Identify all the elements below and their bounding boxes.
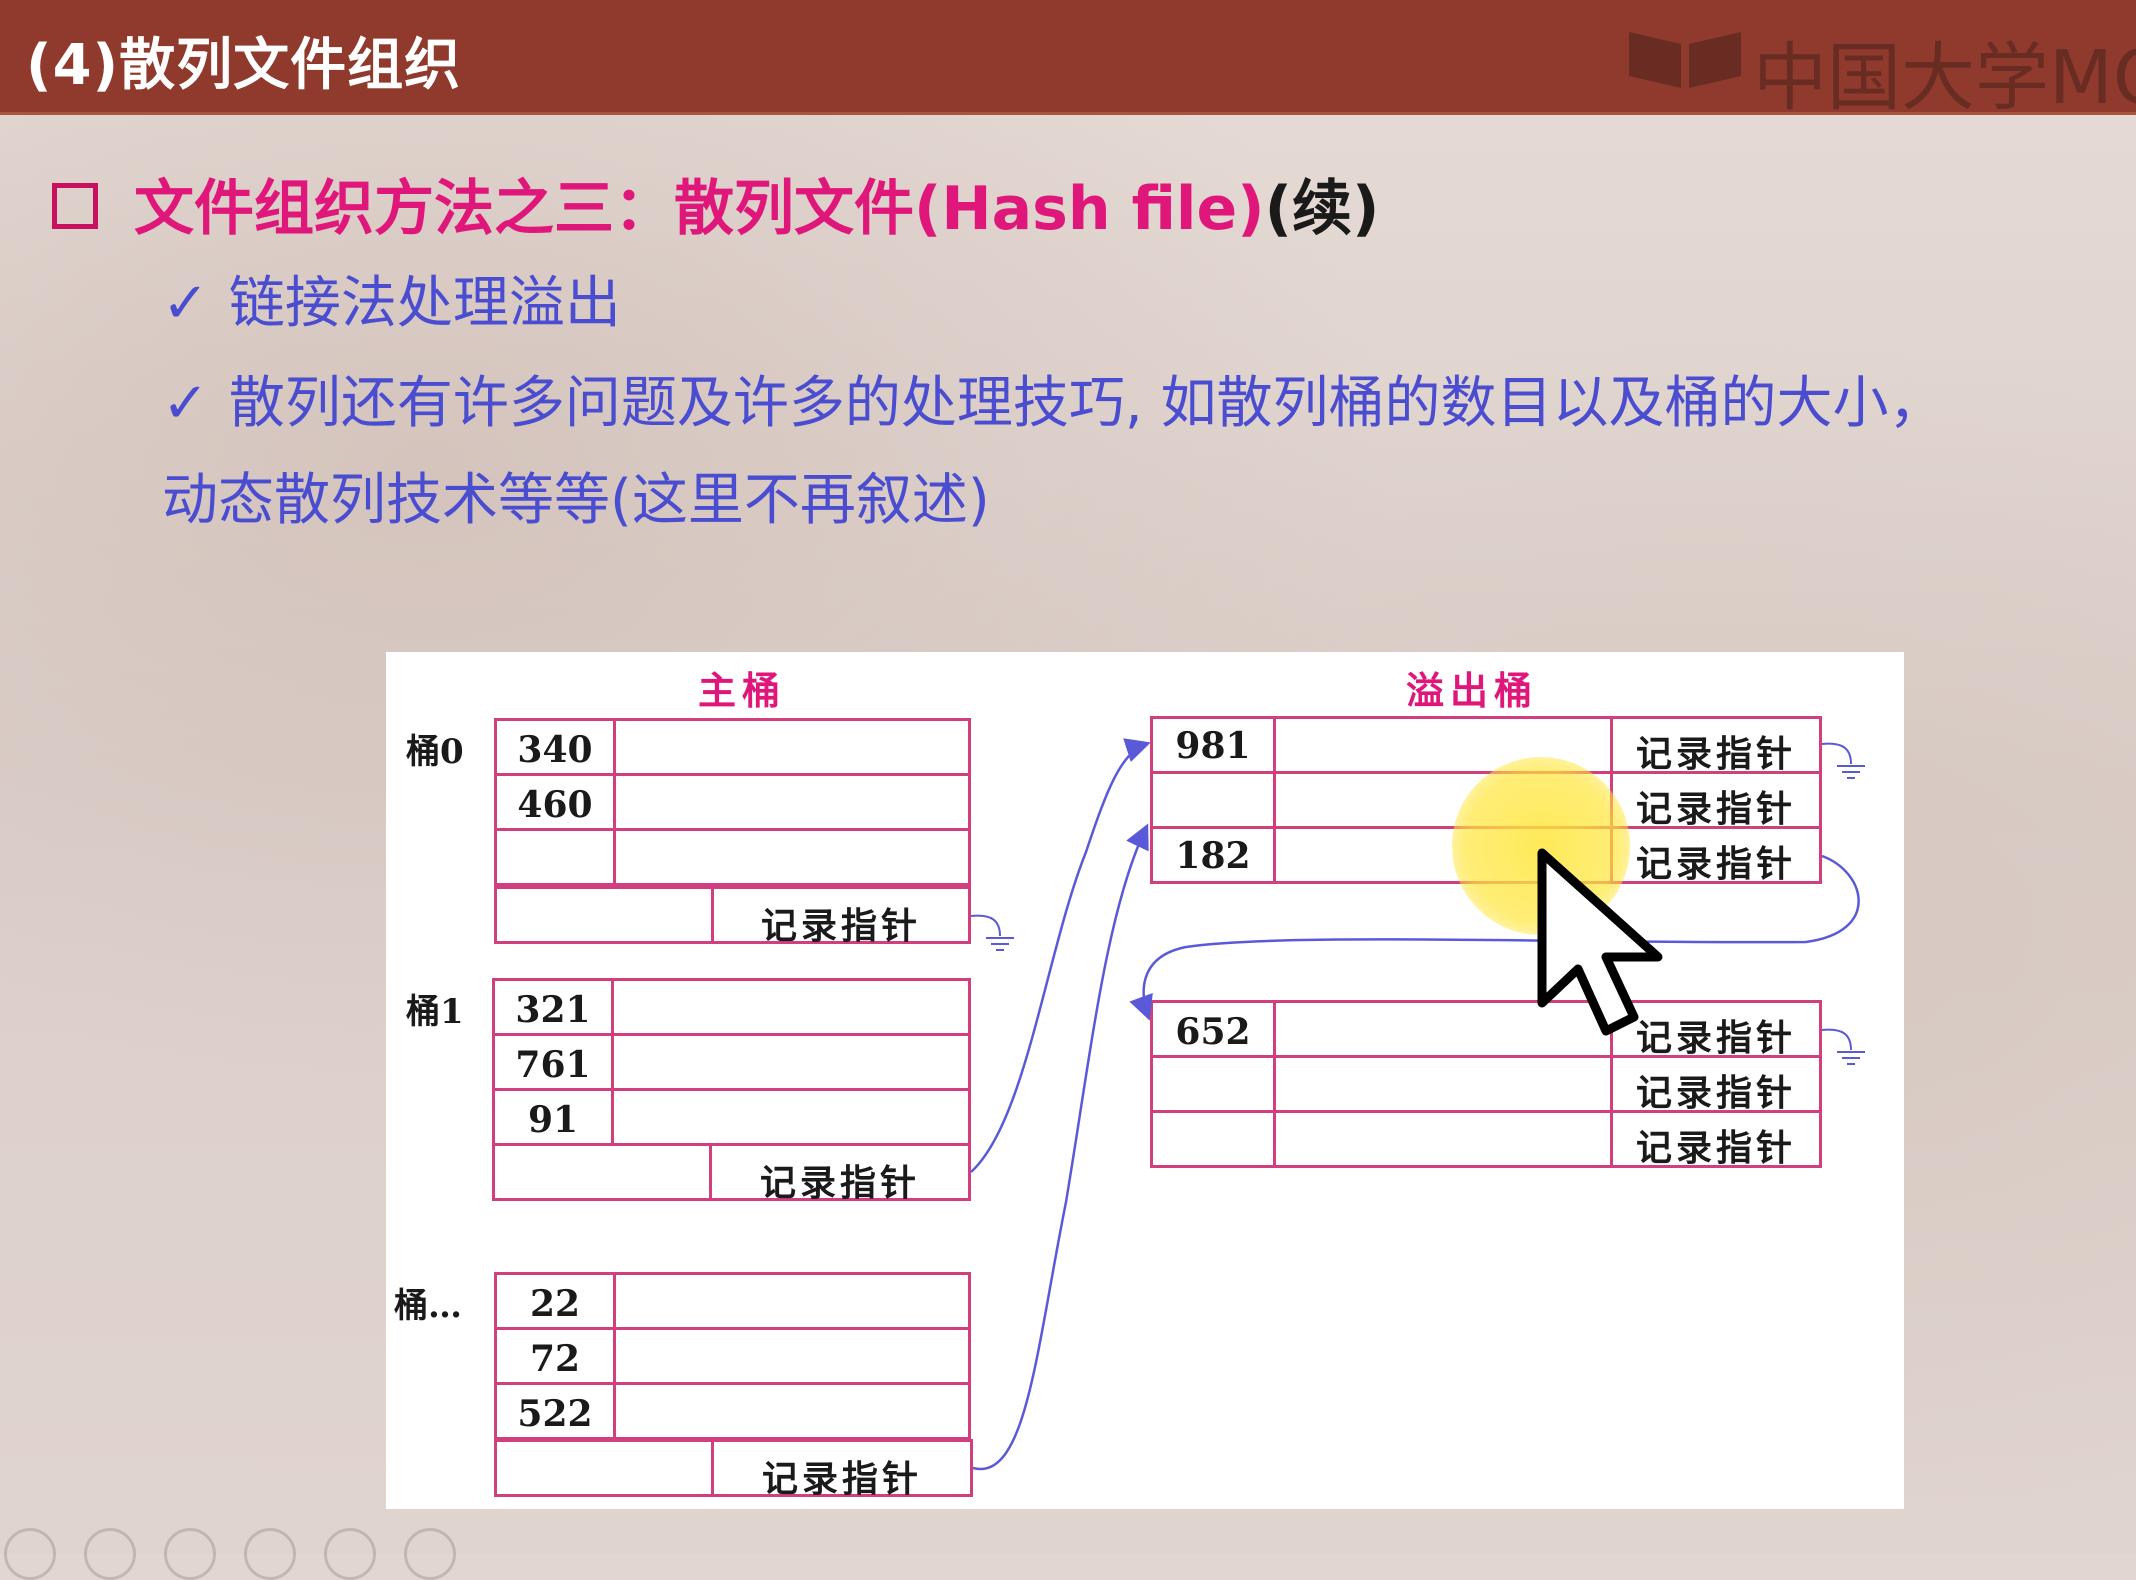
- pointer-label: 记录指针: [759, 1162, 920, 1204]
- check-icon: ✓: [162, 371, 209, 436]
- player-toolbar: [0, 1524, 500, 1580]
- pointer-cell: 记录指针: [1610, 771, 1822, 830]
- bucket-label: 桶0: [406, 732, 464, 772]
- key-value: 460: [517, 784, 593, 826]
- pointer-cell: 记录指针: [709, 1143, 971, 1204]
- toolbar-icon[interactable]: [84, 1528, 136, 1580]
- record-cell: [613, 828, 971, 886]
- slide-title: (4)散列文件组织: [26, 33, 462, 98]
- pointer-cell: 记录指针: [711, 886, 971, 947]
- pointer-cell: 记录指针: [711, 1439, 973, 1500]
- overflow-key-cell: [1150, 1110, 1276, 1168]
- toolbar-icon[interactable]: [404, 1528, 456, 1580]
- logo-text: 中国大学MO: [1753, 35, 2136, 121]
- pointer-label: 记录指针: [1635, 733, 1796, 775]
- key-value: 340: [517, 729, 593, 771]
- pointer-label: 记录指针: [1635, 1072, 1796, 1114]
- mouse-pointer-icon: [1537, 848, 1663, 1036]
- record-cell: [1273, 1055, 1613, 1113]
- key-value: 652: [1175, 1011, 1251, 1053]
- toolbar-icon[interactable]: [164, 1528, 216, 1580]
- key-value: 522: [517, 1393, 593, 1435]
- bullet-item: ✓ 散列还有许多问题及许多的处理技巧, 如散列桶的数目以及桶的大小，: [162, 358, 1945, 439]
- book-logo-icon: [1629, 32, 1741, 88]
- null-ground-icon: [970, 914, 1014, 951]
- null-ground-icon: [1821, 742, 1865, 779]
- record-cell: [613, 773, 971, 831]
- overflow-key-cell: [1150, 771, 1276, 829]
- key-cell: 91: [492, 1088, 614, 1146]
- bucket-label: 桶1: [406, 992, 464, 1032]
- record-cell: [1273, 1110, 1613, 1168]
- key-value: 761: [515, 1044, 591, 1086]
- bullet-text: 散列还有许多问题及许多的处理技巧, 如散列桶的数目以及桶的大小，: [228, 371, 1945, 436]
- overflow-key-cell: 981: [1150, 716, 1276, 774]
- bullet-item: ✓ 链接法处理溢出: [162, 258, 621, 339]
- key-cell: 761: [492, 1033, 614, 1091]
- bullet-continuation: 动态散列技术等等(这里不再叙述): [162, 468, 990, 533]
- key-value: 981: [1175, 725, 1251, 767]
- pointer-cell: 记录指针: [1610, 716, 1822, 775]
- key-value: 22: [529, 1283, 581, 1325]
- pointer-arrow: [972, 823, 1149, 1471]
- record-cell: [611, 978, 971, 1036]
- key-value: 182: [1175, 835, 1251, 877]
- bucket-label: 桶…: [394, 1286, 462, 1326]
- pointer-cell: 记录指针: [1610, 1110, 1822, 1169]
- key-cell: 460: [494, 773, 616, 831]
- key-cell: [494, 828, 616, 886]
- pointer-arrow: [970, 738, 1151, 1173]
- main-bucket-label: 主桶: [698, 668, 787, 713]
- pointer-label: 记录指针: [1635, 788, 1796, 830]
- overflow-key-cell: [1150, 1055, 1276, 1113]
- section-heading: 文件组织方法之三：散列文件(Hash file)(续): [52, 160, 1379, 247]
- key-cell: 72: [494, 1327, 616, 1385]
- toolbar-icon[interactable]: [324, 1528, 376, 1580]
- empty-cell: [494, 1439, 714, 1497]
- slide-title-bar: (4)散列文件组织 中国大学MO: [0, 0, 2136, 121]
- key-value: 91: [527, 1099, 579, 1141]
- record-cell: [613, 718, 971, 776]
- key-cell: 522: [494, 1382, 616, 1440]
- empty-cell: [492, 1143, 712, 1201]
- empty-cell: [494, 886, 714, 944]
- key-cell: 340: [494, 718, 616, 776]
- key-cell: 321: [492, 978, 614, 1036]
- record-cell: [613, 1272, 971, 1330]
- overflow-bucket-label: 溢出桶: [1406, 668, 1539, 713]
- check-icon: ✓: [162, 271, 209, 336]
- key-value: 72: [529, 1338, 581, 1380]
- pointer-label: 记录指针: [1635, 1127, 1796, 1169]
- key-value: 321: [515, 989, 591, 1031]
- toolbar-icon[interactable]: [244, 1528, 296, 1580]
- checkbox-bullet-icon: [52, 183, 98, 230]
- overflow-key-cell: 652: [1150, 1000, 1276, 1058]
- heading-main: 文件组织方法之三：散列文件(Hash file): [134, 174, 1265, 244]
- pointer-label: 记录指针: [1635, 1017, 1796, 1059]
- pointer-label: 记录指针: [761, 1458, 922, 1500]
- record-cell: [613, 1327, 971, 1385]
- record-cell: [611, 1088, 971, 1146]
- toolbar-icon[interactable]: [4, 1528, 56, 1580]
- record-cell: [613, 1382, 971, 1440]
- record-cell: [611, 1033, 971, 1091]
- key-cell: 22: [494, 1272, 616, 1330]
- heading-continued: (续): [1264, 174, 1380, 244]
- mooc-logo: 中国大学MO: [1625, 18, 2136, 121]
- null-ground-icon: [1821, 1028, 1865, 1065]
- pointer-cell: 记录指针: [1610, 1055, 1822, 1114]
- overflow-key-cell: 182: [1150, 826, 1276, 884]
- hash-overflow-diagram: 主桶 溢出桶 桶0 340 460 记录指针 桶1 321 761 91 记录指…: [386, 652, 1904, 1509]
- pointer-label: 记录指针: [760, 905, 921, 947]
- bullet-text: 链接法处理溢出: [228, 271, 621, 336]
